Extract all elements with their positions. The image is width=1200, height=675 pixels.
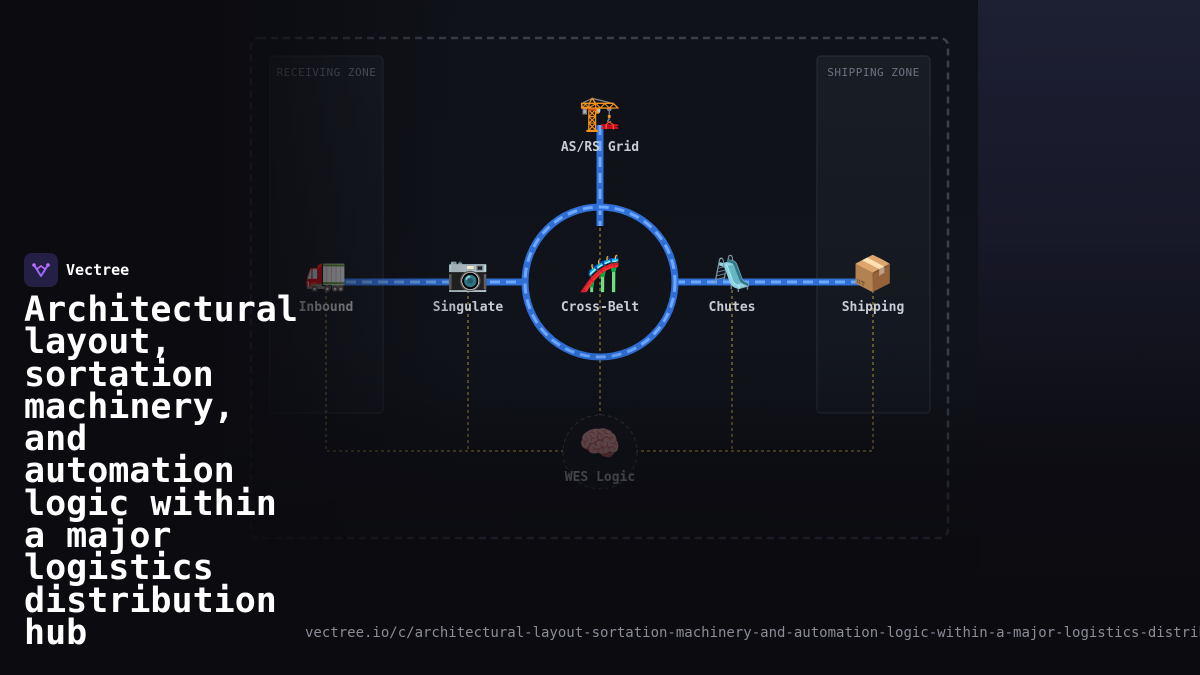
page-url[interactable]: vectree.io/c/architectural-layout-sortat…	[305, 625, 1200, 641]
brain-icon: 🧠	[579, 424, 621, 464]
roller-coaster-icon: 🎢	[579, 254, 621, 294]
node-label-asrs[interactable]: AS/RS Grid	[561, 140, 639, 155]
receiving-zone-label: RECEIVING ZONE	[277, 66, 377, 79]
node-label-crossbelt[interactable]: Cross-Belt	[561, 300, 639, 315]
brand[interactable]: Vectree	[24, 253, 129, 287]
brand-name: Vectree	[66, 261, 130, 279]
truck-icon: 🚛	[305, 254, 347, 294]
slide-icon: 🛝	[711, 254, 753, 294]
node-label-shipping[interactable]: Shipping	[842, 300, 905, 315]
shipping-zone-label: SHIPPING ZONE	[827, 66, 920, 79]
node-label-chutes[interactable]: Chutes	[709, 300, 756, 315]
vectree-logo-icon	[24, 253, 58, 287]
crane-icon: 🏗️	[579, 94, 621, 134]
node-label-wes[interactable]: WES Logic	[565, 470, 635, 485]
camera-icon: 📷	[447, 254, 489, 294]
shipping-zone	[816, 55, 931, 414]
page-title: Architectural layout, sortation machiner…	[24, 290, 298, 653]
node-label-singulate[interactable]: Singulate	[433, 300, 504, 315]
package-icon: 📦	[852, 254, 894, 294]
